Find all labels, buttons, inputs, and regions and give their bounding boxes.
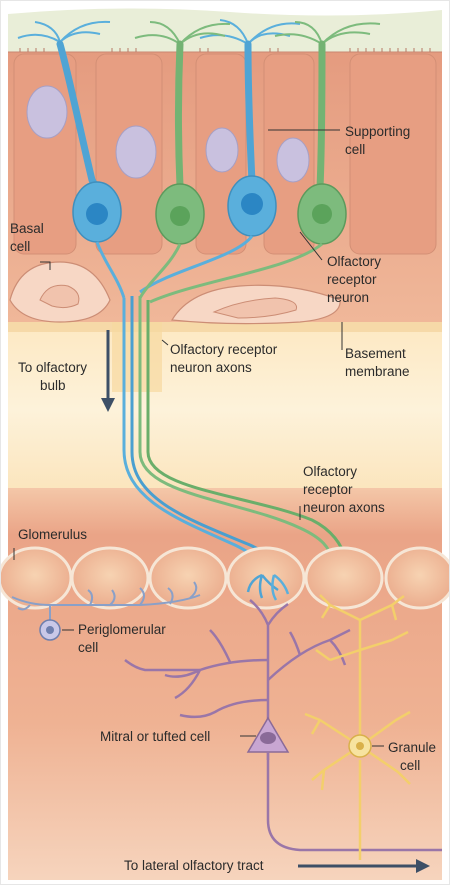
label-supporting-cell: Supporting cell: [345, 124, 414, 157]
label-mitral-or-tufted-cell: Mitral or tufted cell: [100, 729, 210, 744]
periglomerular-nucleus: [46, 626, 54, 634]
axon-terminals: [246, 573, 290, 601]
label-basement-membrane: Basement membrane: [345, 346, 410, 379]
mitral-dendrites: [124, 599, 351, 760]
blue-receptor-neuron-2: [139, 40, 277, 294]
mucus-layer: [8, 8, 442, 53]
lamina-propria-band: [8, 330, 442, 490]
label-olfactory-receptor-neuron-axons-upper: Olfactory receptor neuron axons: [170, 342, 281, 375]
granule-nucleus: [356, 742, 364, 750]
label-granule-cell: Granule cell: [388, 740, 440, 773]
label-to-lateral-olfactory-tract: To lateral olfactory tract: [124, 858, 264, 873]
axon-bundle-sheath: [112, 322, 162, 392]
green-receptor-neuron-2: [149, 40, 347, 304]
periglomerular-cell: [11, 581, 201, 620]
basal-cells: [9, 261, 341, 325]
label-olfactory-receptor-neuron: Olfactory receptor neuron: [327, 254, 385, 305]
label-olfactory-receptor-neuron-axons-lower: Olfactory receptor neuron axons: [303, 464, 385, 515]
glomerulus-3: [148, 546, 228, 610]
blue-receptor-neuron-1: [56, 40, 126, 299]
label-periglomerular-cell: Periglomerular cell: [78, 622, 170, 655]
granule-cell: [304, 594, 411, 860]
basement-membrane-band: [8, 322, 442, 332]
to-lateral-tract-arrow: [298, 859, 430, 873]
glomerulus-1: [0, 546, 73, 610]
glomerulus-2: [70, 546, 150, 610]
mitral-cell: [246, 716, 442, 852]
to-olfactory-bulb-arrow: [101, 330, 115, 412]
cilia-tufts-green: [134, 21, 381, 45]
label-basal-cell: Basal cell: [10, 221, 48, 254]
label-to-olfactory-bulb: To olfactory bulb: [18, 360, 91, 393]
supporting-cell-nuclei: [26, 85, 310, 183]
label-glomerulus: Glomerulus: [18, 527, 87, 542]
leader-lines: [13, 129, 384, 747]
glomerulus-6: [384, 546, 450, 610]
green-receptor-neuron-1: [138, 40, 205, 299]
microvilli: [19, 48, 431, 52]
glomerulus-5: [304, 546, 384, 610]
olfactory-bulb-tissue: [8, 488, 442, 880]
